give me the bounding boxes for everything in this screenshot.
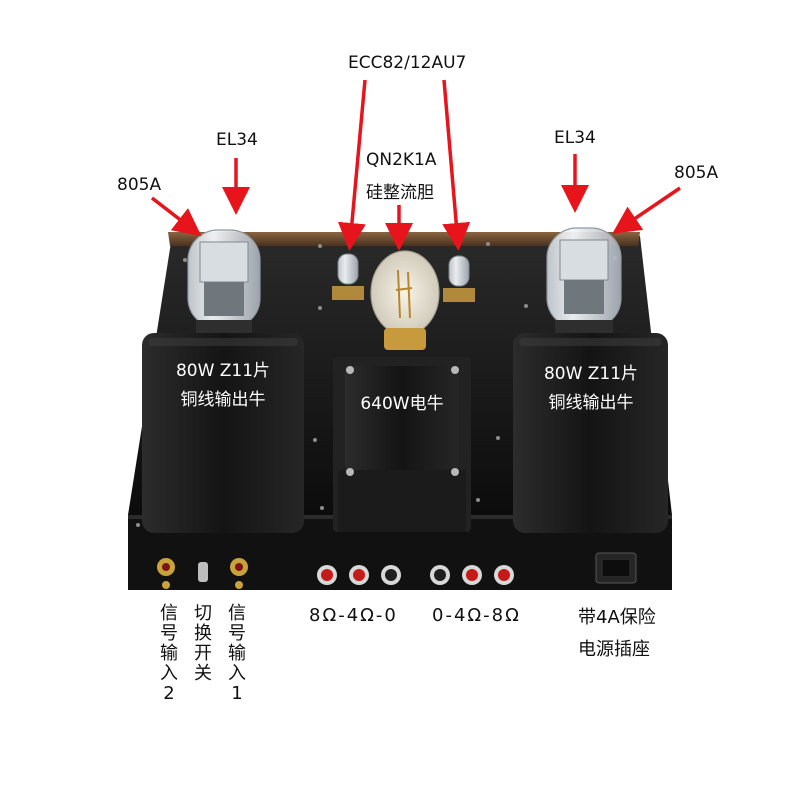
label-left-805a: 805A <box>117 175 162 195</box>
arrow-right-805a <box>612 186 681 234</box>
label-rectifier-desc: 硅整流胆 <box>366 183 434 203</box>
arrow-ecc82-right <box>442 79 471 251</box>
label-rectifier-model: QN2K1A <box>366 150 437 170</box>
right-output-transformer <box>513 333 668 533</box>
label-left-el34: EL34 <box>216 130 258 150</box>
right-transformer-line2: 铜线输出牛 <box>548 393 634 413</box>
label-power-socket-1: 带4A保险 <box>578 607 656 628</box>
speaker-terminals-left <box>317 565 401 585</box>
label-switch: 切换开关 <box>194 603 212 684</box>
selector-switch <box>198 562 208 582</box>
power-transformer-label: 640W电牛 <box>360 394 444 414</box>
right-power-tube <box>546 227 622 334</box>
rectifier-tube <box>370 250 440 350</box>
arrow-left-805a <box>150 196 202 237</box>
label-speaker-right: 0-4Ω-8Ω <box>432 605 521 626</box>
left-transformer-line1: 80W Z11片 <box>175 361 271 381</box>
callout-arrows <box>150 79 681 251</box>
right-transformer-line1: 80W Z11片 <box>543 364 639 384</box>
speaker-terminals-right <box>430 565 514 585</box>
arrow-ecc82-left <box>337 79 367 251</box>
rca-input-2 <box>157 558 175 589</box>
power-transformer <box>333 357 471 532</box>
label-ecc82: ECC82/12AU7 <box>348 53 467 73</box>
label-right-805a: 805A <box>674 163 719 183</box>
ecc82-tube-right <box>443 255 475 302</box>
left-power-tube <box>187 229 261 334</box>
label-power-socket-2: 电源插座 <box>578 639 650 660</box>
iec-power-socket <box>595 552 637 584</box>
ecc82-tube-left <box>332 253 364 300</box>
rca-input-1 <box>230 558 248 589</box>
left-output-transformer <box>142 333 304 533</box>
label-speaker-left: 8Ω-4Ω-0 <box>309 605 398 626</box>
label-right-el34: EL34 <box>554 128 596 148</box>
left-transformer-line2: 铜线输出牛 <box>180 390 266 410</box>
